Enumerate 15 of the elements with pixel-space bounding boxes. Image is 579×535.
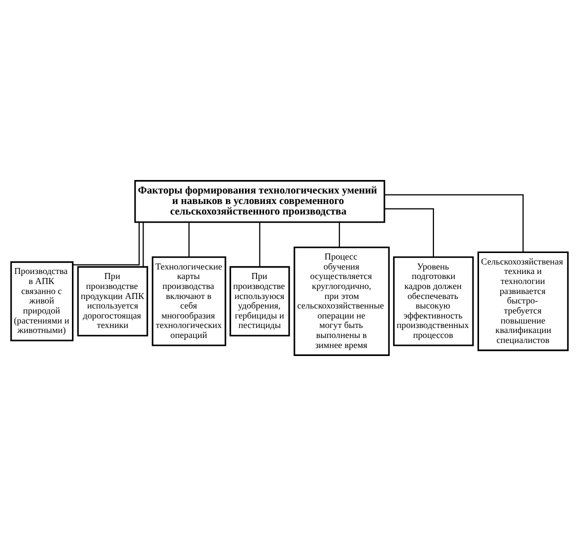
connector (72, 222, 140, 265)
connector (338, 222, 340, 247)
node-box: При производстве используюся удобрения, гербициды и пестициды (230, 266, 290, 336)
connector (259, 222, 260, 266)
node-box: При производстве продукции АПК используется дорогостоящая техники (77, 266, 148, 336)
connector (142, 222, 144, 266)
connector (384, 194, 524, 252)
node-box: Производства в АПК связанно с живой природой (растениями и животными) (10, 260, 74, 341)
node-box: Процесс обучения осуществляется круглогодично, при этом сельскохозяйственные операции не могут быть выполнены в зимнее время (294, 246, 390, 356)
connector (384, 208, 434, 256)
connector (188, 222, 190, 256)
node-box: Сельскохозяйственая техника и технологии развивается быстро- требуется повышение квалификации специалистов (477, 250, 569, 351)
node-box: Технологические карты производства включают в себя многообразия технологических операций (152, 256, 226, 346)
node-box: Факторы формирования технологических умений и навыков в условиях современного сельскохозяйственного производства (134, 180, 386, 222)
node-box: Уровень подготовки кадров должен обеспечевать высокую эффективность производственных процессов (393, 256, 474, 346)
